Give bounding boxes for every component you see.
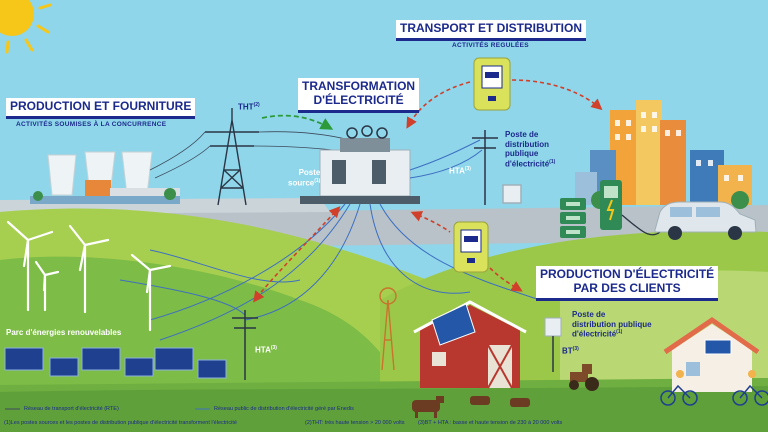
sun-icon: [0, 0, 52, 54]
pylon-icon: [205, 108, 259, 206]
wind-turbine-icon: [6, 220, 172, 332]
transport-title-text: TRANSPORT ET DISTRIBUTION: [400, 21, 582, 35]
transport-title: TRANSPORT ET DISTRIBUTION: [396, 20, 586, 41]
parc-label: Parc d'énergies renouvelables: [6, 328, 122, 337]
flow-arrow-to-renewables: [253, 206, 341, 303]
transformer-icon: [300, 125, 420, 204]
clients-title-line1: PRODUCTION D'ÉLECTRICITÉ: [540, 267, 715, 281]
bt-label: BT(3): [562, 346, 579, 356]
meter-icon: [473, 57, 511, 111]
utility-pole-icon: [232, 310, 258, 380]
house-icon: [663, 316, 760, 392]
car-icon: [654, 201, 757, 240]
production-title-text: PRODUCTION ET FOURNITURE: [10, 99, 192, 113]
clients-title-line2: PAR DES CLIENTS: [573, 280, 681, 295]
legend-enedis: Réseau public de distribution d'électric…: [214, 406, 354, 412]
poste-source-label: Poste source(1): [288, 168, 321, 188]
barn-icon: [413, 300, 527, 389]
transformation-title-line2: D'ÉLECTRICITÉ: [313, 92, 404, 107]
clients-title: PRODUCTION D'ÉLECTRICITÉ PAR DES CLIENTS: [536, 266, 719, 301]
transformation-title: TRANSFORMATION D'ÉLECTRICITÉ: [298, 78, 420, 113]
footnote-1: (1)Les postes sources et les postes de d…: [4, 420, 237, 426]
poste-distribution-top-label: Poste de distribution publique d'électri…: [505, 130, 556, 169]
distribution-post-box: [544, 317, 562, 337]
transport-subtitle: ACTIVITÉS REGULÉES: [452, 42, 529, 49]
battery-icon: [560, 198, 586, 238]
flow-arrow-production: [261, 114, 334, 130]
flow-arrow-to-city: [511, 79, 603, 111]
poste-distribution-bottom-label: Poste de distribution publique d'électri…: [572, 310, 652, 339]
meter-icon: [453, 221, 489, 273]
legend-rte: Réseau de transport d'électricité (RTE): [24, 406, 119, 412]
windmill-icon: [379, 287, 397, 371]
ev-charger-icon: [600, 180, 661, 236]
tractor-icon: [569, 364, 599, 391]
hta-bottom-label: HTA(3): [255, 345, 277, 355]
transformation-title-line1: TRANSFORMATION: [302, 79, 416, 93]
solar-panel-icon: [4, 347, 227, 379]
flow-arrow-to-meter: [410, 211, 451, 233]
tht-label: THT(2): [238, 102, 260, 112]
flow-arrow-to-clients: [489, 267, 523, 292]
footnote-2: (2)THT: très haute tension > 20 000 volt…: [305, 420, 405, 426]
production-title: PRODUCTION ET FOURNITURE: [6, 98, 196, 119]
cyclist-icon: [660, 370, 768, 406]
footnote-3: (3)BT + HTA : basse et haute tension de …: [418, 420, 563, 426]
hta-top-label: HTA(3): [449, 166, 471, 176]
production-subtitle: ACTIVITÉS SOUMISES À LA CONCURRENCE: [16, 121, 167, 128]
cow-icon: [412, 396, 530, 418]
power-plant-icon: [30, 151, 180, 204]
utility-pole-icon: [472, 130, 522, 205]
flow-arrow-to-transformation: [406, 81, 471, 129]
